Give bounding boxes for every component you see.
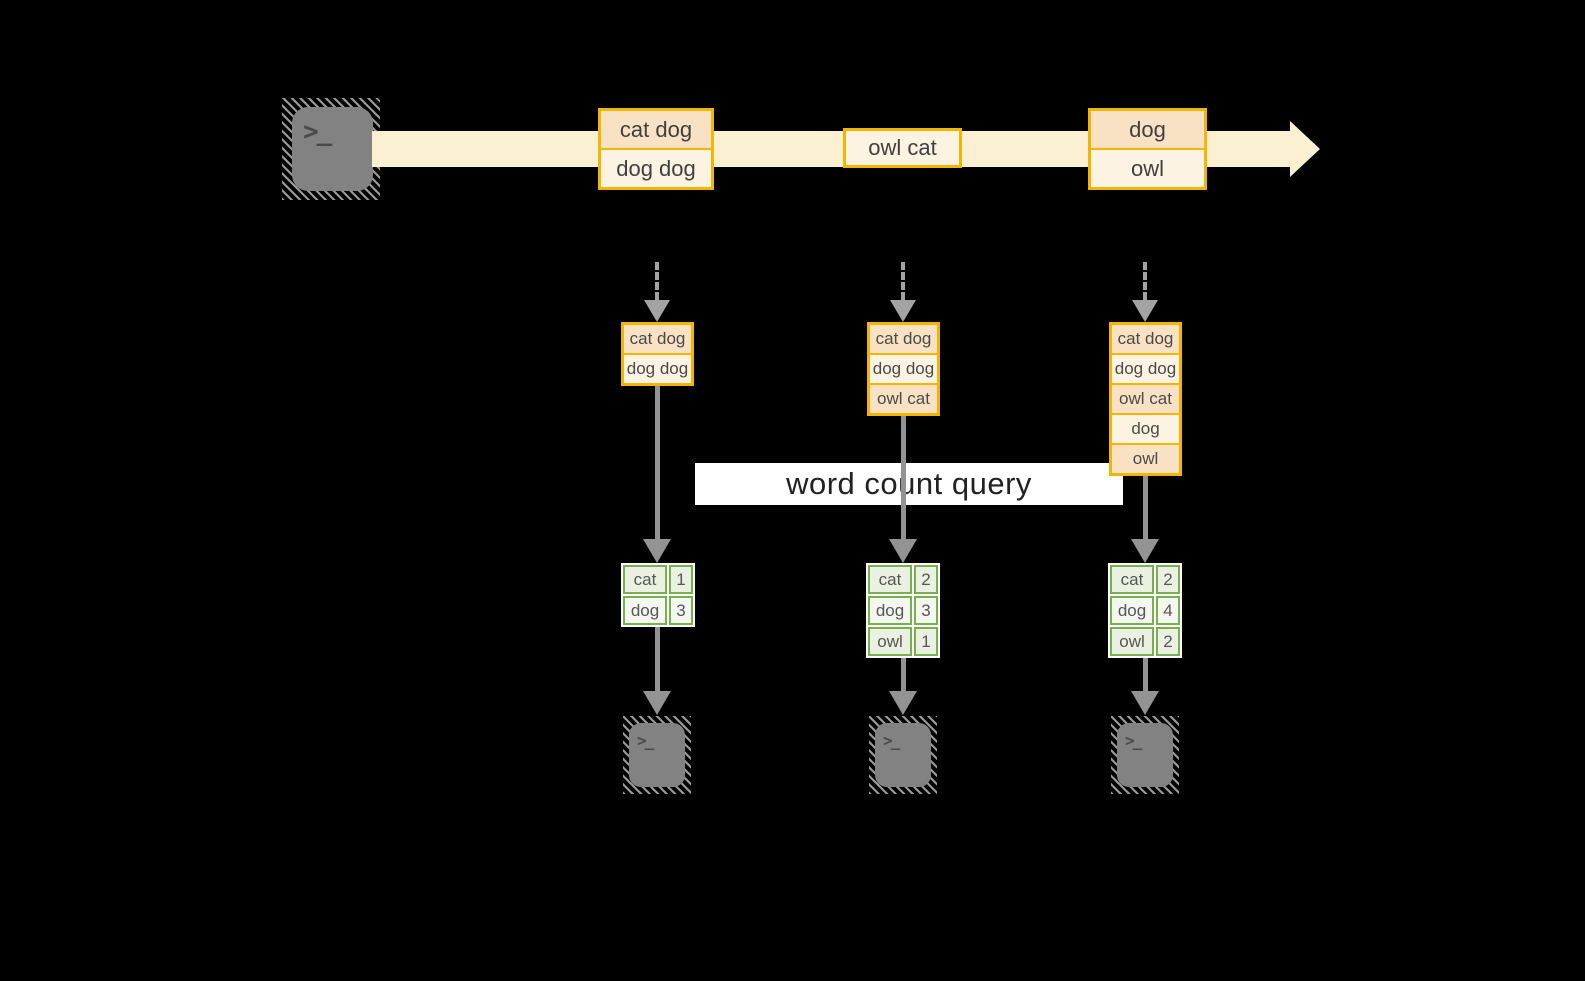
query-arrow [655, 386, 660, 540]
state-line: dog dog [870, 353, 937, 383]
dashed-arrow [901, 262, 905, 300]
state-buffer-box: cat dog dog dog [621, 322, 694, 386]
count-cell: 2 [914, 565, 938, 594]
sink-terminal-icon: >_ [1117, 723, 1173, 787]
terminal-prompt-glyph: >_ [303, 117, 332, 147]
output-arrow [901, 658, 906, 692]
count-cell: 2 [1156, 627, 1180, 656]
state-line: owl cat [1112, 383, 1179, 413]
arrowhead-icon [643, 691, 671, 715]
count-cell: 2 [1156, 565, 1180, 594]
table-row: owl 1 [868, 627, 938, 656]
word-cell: owl [868, 627, 912, 656]
arrowhead-icon [1131, 539, 1159, 563]
count-cell: 3 [914, 596, 938, 625]
state-line: dog [1112, 413, 1179, 443]
state-line: dog dog [624, 353, 691, 383]
stream-event-box: cat dog dog dog [598, 108, 714, 190]
dashed-arrow [1143, 262, 1147, 300]
terminal-prompt-glyph: >_ [637, 731, 654, 750]
stream-event-box: owl cat [843, 128, 962, 168]
sink-terminal-icon: >_ [875, 723, 931, 787]
query-arrow [901, 416, 906, 540]
sink-terminal-icon: >_ [629, 723, 685, 787]
count-cell: 3 [669, 596, 693, 625]
arrowhead-icon [643, 539, 671, 563]
event-text: owl [1091, 148, 1204, 187]
result-table: cat 2 dog 3 owl 1 [866, 563, 940, 658]
count-cell: 1 [669, 565, 693, 594]
table-row: cat 1 [623, 565, 693, 594]
stream-event-box: dog owl [1088, 108, 1207, 190]
dashed-arrow [655, 262, 659, 300]
table-row: dog 4 [1110, 596, 1180, 625]
query-arrow [1143, 476, 1148, 540]
table-row: cat 2 [1110, 565, 1180, 594]
dashed-arrowhead-icon [644, 300, 670, 322]
query-label: word count query [786, 466, 1032, 501]
output-arrow [1143, 658, 1148, 692]
state-buffer-box: cat dog dog dog owl cat [867, 322, 940, 416]
dashed-arrowhead-icon [890, 300, 916, 322]
arrowhead-icon [889, 691, 917, 715]
event-text: dog dog [601, 148, 711, 187]
word-cell: dog [1110, 596, 1154, 625]
table-row: cat 2 [868, 565, 938, 594]
stream-arrowhead-icon [1290, 121, 1320, 177]
state-line: cat dog [1112, 325, 1179, 353]
word-cell: dog [868, 596, 912, 625]
arrowhead-icon [1131, 691, 1159, 715]
output-arrow [655, 627, 660, 692]
arrowhead-icon [889, 539, 917, 563]
word-cell: cat [623, 565, 667, 594]
state-line: cat dog [870, 325, 937, 353]
table-row: owl 2 [1110, 627, 1180, 656]
count-cell: 4 [1156, 596, 1180, 625]
terminal-prompt-glyph: >_ [883, 731, 900, 750]
table-row: dog 3 [623, 596, 693, 625]
terminal-prompt-glyph: >_ [1125, 731, 1142, 750]
result-table: cat 1 dog 3 [621, 563, 695, 627]
result-table: cat 2 dog 4 owl 2 [1108, 563, 1182, 658]
event-text: dog [1091, 111, 1204, 148]
word-cell: cat [868, 565, 912, 594]
word-cell: dog [623, 596, 667, 625]
word-cell: owl [1110, 627, 1154, 656]
word-cell: cat [1110, 565, 1154, 594]
state-buffer-box: cat dog dog dog owl cat dog owl [1109, 322, 1182, 476]
event-text: cat dog [601, 111, 711, 148]
event-text: owl cat [846, 131, 959, 165]
state-line: owl [1112, 443, 1179, 473]
state-line: cat dog [624, 325, 691, 353]
table-row: dog 3 [868, 596, 938, 625]
count-cell: 1 [914, 627, 938, 656]
state-line: dog dog [1112, 353, 1179, 383]
source-terminal-icon: >_ [292, 107, 373, 191]
query-label-banner: word count query [695, 463, 1123, 505]
state-line: owl cat [870, 383, 937, 413]
dashed-arrowhead-icon [1132, 300, 1158, 322]
